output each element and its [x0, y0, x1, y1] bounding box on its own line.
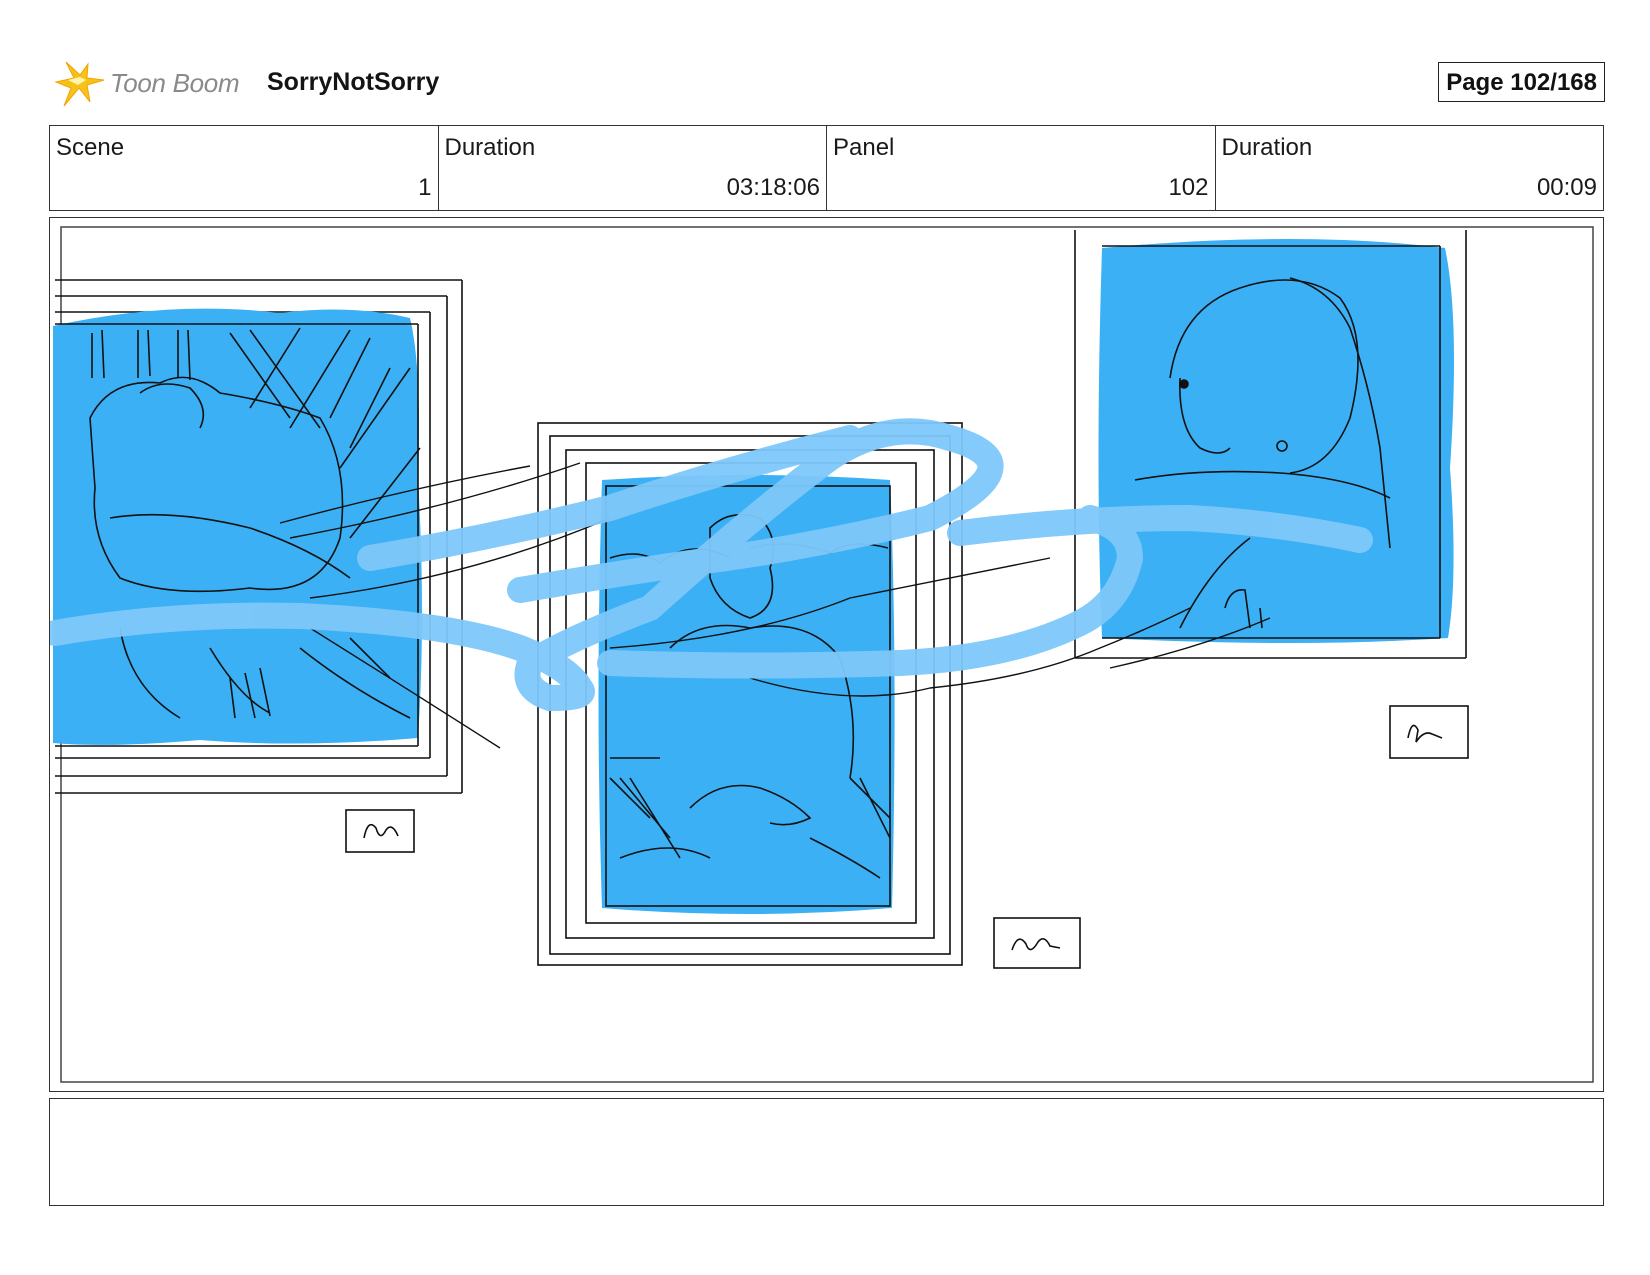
scene-value: 1 — [418, 174, 432, 201]
project-title: SorryNotSorry — [267, 68, 440, 96]
motion-lines — [279, 462, 1271, 749]
scene-duration-value: 03:18:06 — [726, 174, 820, 201]
storyboard-header: Toon Boom SorryNotSorry Page 102/168 — [50, 56, 1605, 108]
page-indicator: Page 102/168 — [1438, 62, 1605, 102]
left-painting-fill — [53, 308, 422, 745]
panel-duration-label: Duration — [1221, 134, 1313, 161]
left-signature-plate — [345, 809, 415, 853]
motion-streaks — [50, 418, 1373, 712]
left-painting — [53, 279, 463, 794]
right-painting-fill — [1098, 239, 1454, 643]
center-signature-plate — [993, 917, 1081, 969]
panel-cell: Panel 102 — [827, 126, 1216, 210]
caption-box — [49, 1098, 1604, 1206]
storyboard-panel — [49, 217, 1604, 1092]
scene-duration-cell: Duration 03:18:06 — [439, 126, 827, 210]
right-painting — [1074, 230, 1467, 659]
panel-duration-cell: Duration 00:09 — [1216, 126, 1604, 210]
panel-label: Panel — [833, 134, 895, 161]
panel-duration-value: 00:09 — [1536, 174, 1597, 201]
scene-label: Scene — [56, 134, 125, 161]
right-signature-plate — [1389, 705, 1469, 759]
scene-duration-label: Duration — [444, 134, 536, 161]
logo-text: Toon Boom — [110, 68, 240, 98]
panel-value: 102 — [1168, 174, 1209, 201]
scene-cell: Scene 1 — [50, 126, 439, 210]
toon-boom-logo: Toon Boom — [54, 56, 254, 108]
scene-info-table: Scene 1 Duration 03:18:06 Panel 102 Dura… — [49, 125, 1604, 211]
panel-sketch — [50, 226, 1594, 1083]
toon-boom-star-icon — [54, 61, 105, 107]
